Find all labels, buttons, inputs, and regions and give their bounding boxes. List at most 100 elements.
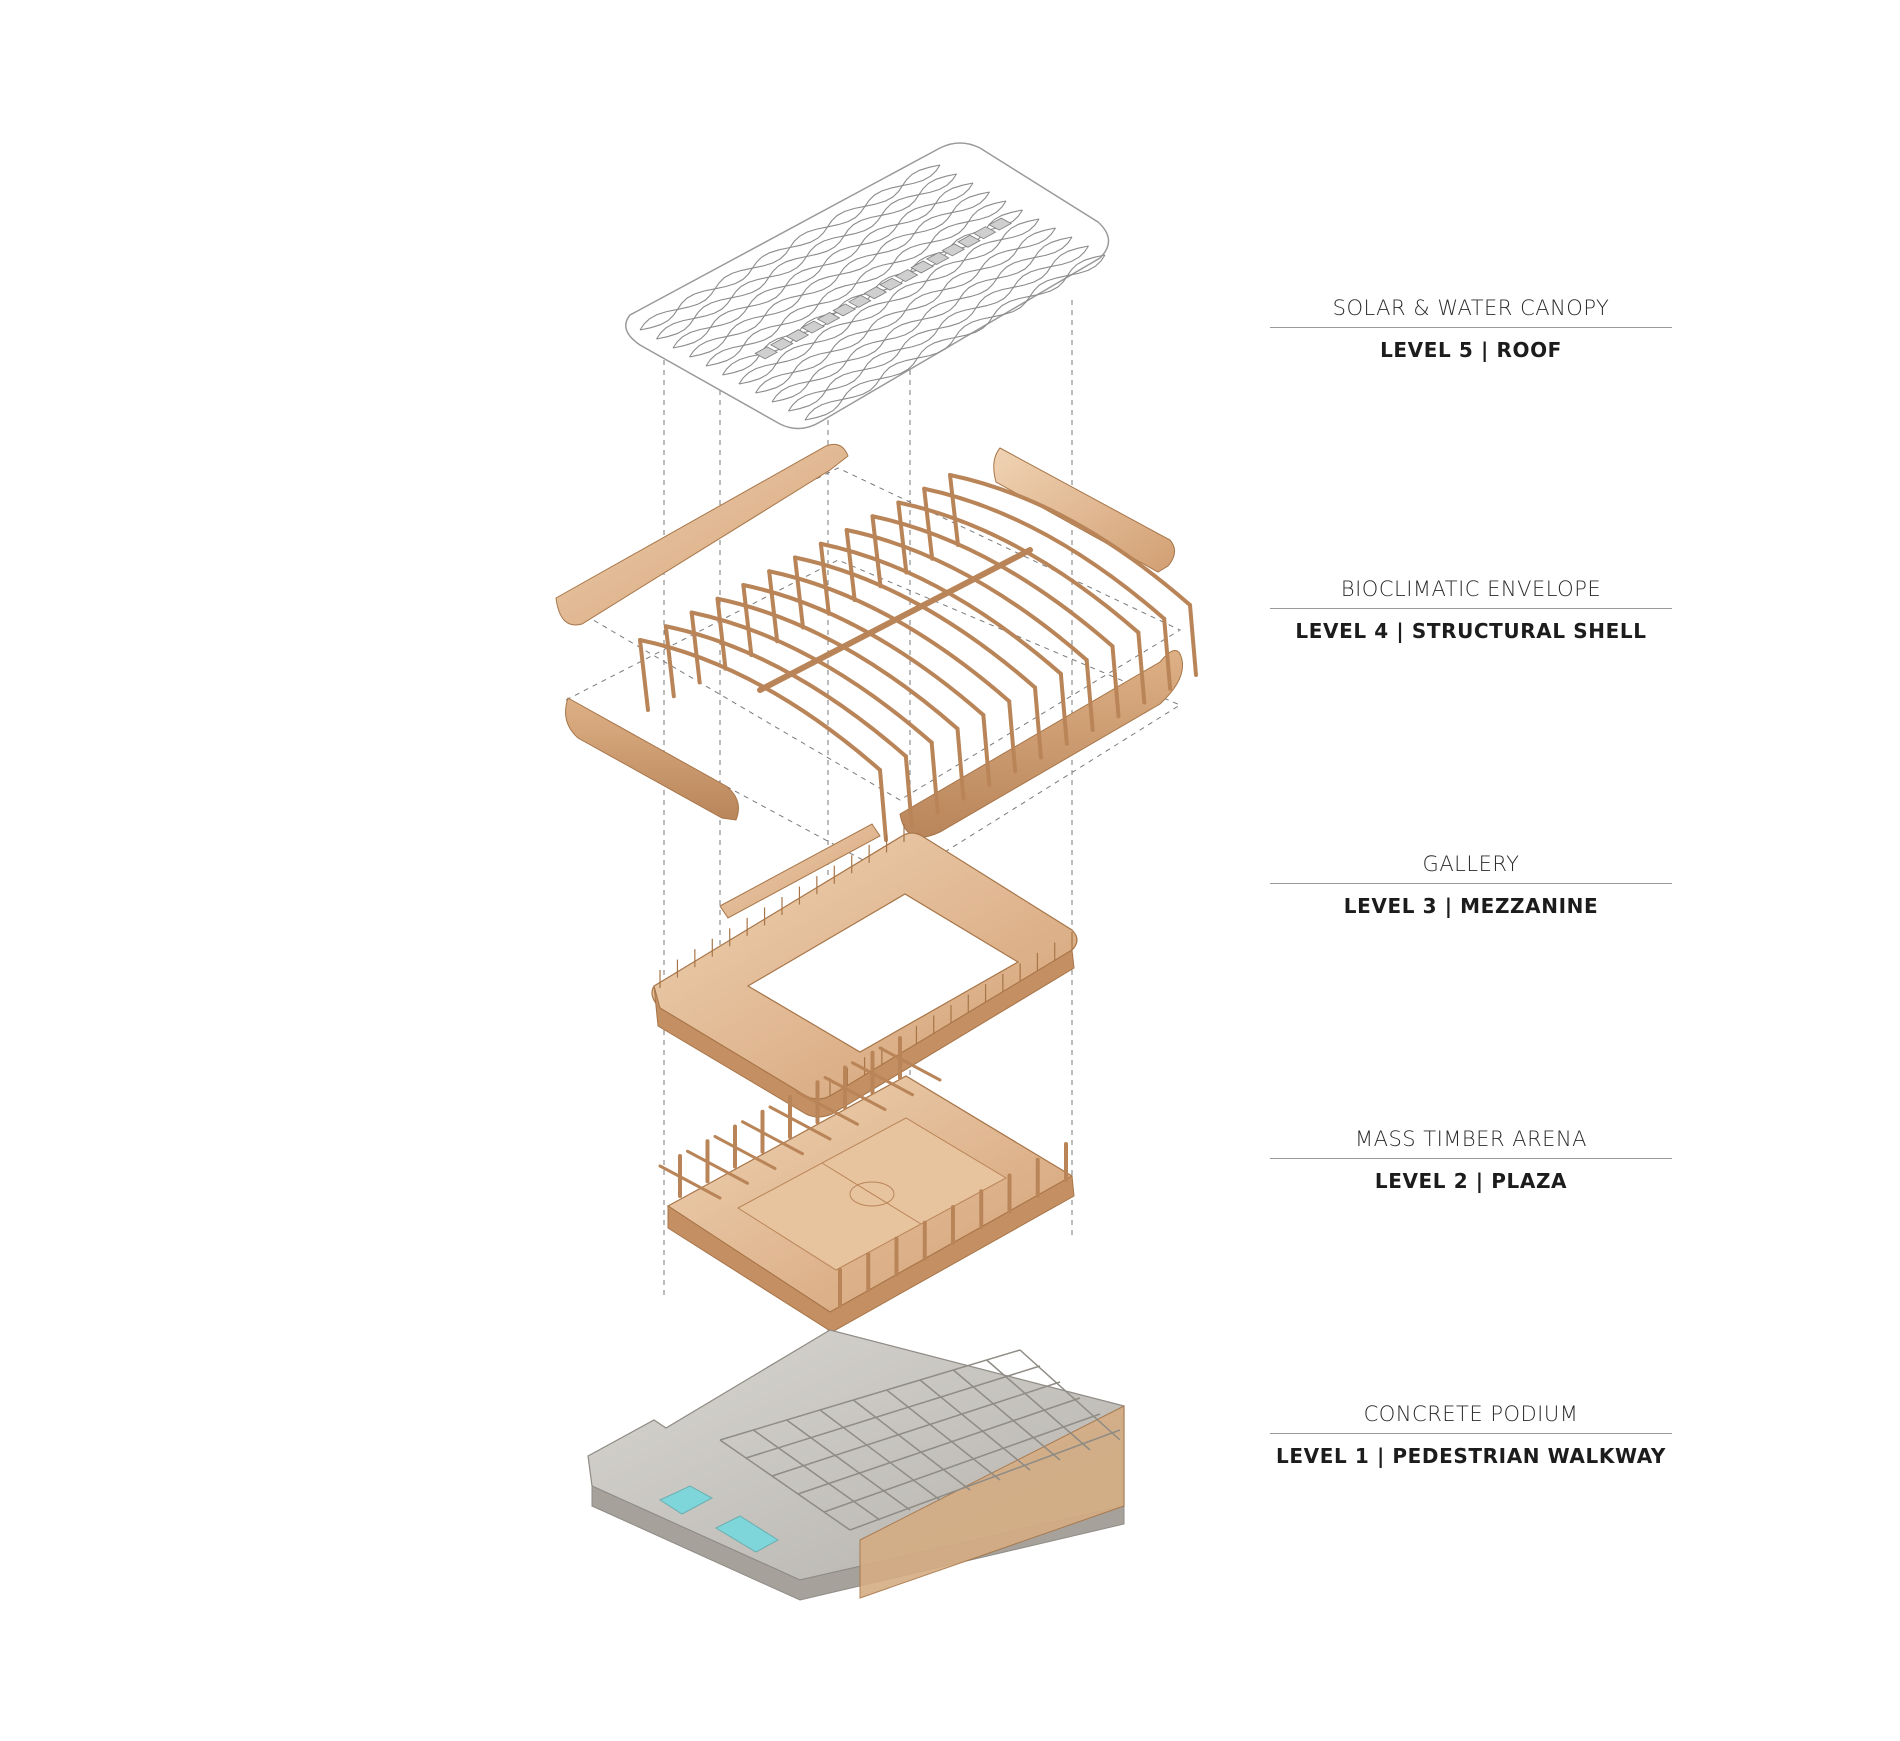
- plaza-timber-frames: [658, 1036, 1068, 1308]
- podium-wall: [823, 1413, 1101, 1513]
- canopy-net-line: [672, 182, 974, 349]
- podium-wall: [849, 1429, 1121, 1531]
- level2-mass-timber-plaza: [658, 1036, 1075, 1333]
- rib-column: [1162, 616, 1173, 691]
- rib-arch: [844, 528, 1089, 662]
- rib-arch: [767, 569, 1012, 704]
- rib-column: [818, 541, 831, 616]
- podium-wall: [886, 1389, 1001, 1481]
- podium-wall: [786, 1419, 911, 1511]
- podium-wall: [719, 1439, 851, 1531]
- rib-column: [878, 768, 888, 842]
- plaza-beam: [823, 1076, 887, 1111]
- mezzanine-railing: [659, 824, 1073, 1096]
- rib-column: [638, 638, 650, 712]
- rib-column: [844, 528, 857, 602]
- rib-arch: [896, 500, 1141, 635]
- canopy-net-line: [656, 173, 957, 340]
- rib-column: [896, 500, 909, 575]
- rib-column: [689, 610, 702, 685]
- solar-panel: [769, 337, 794, 351]
- rib-column: [793, 555, 805, 630]
- solar-panel: [941, 243, 966, 257]
- solar-panel: [972, 226, 997, 240]
- rib-arch: [689, 610, 934, 745]
- rib-arch: [870, 514, 1115, 649]
- canopy-net-line: [705, 200, 1007, 367]
- plaza-beam: [878, 1046, 942, 1082]
- podium-wall: [819, 1409, 941, 1501]
- podium-wall: [797, 1397, 1081, 1495]
- canopy-solar-spine: [754, 217, 1012, 360]
- rib-column: [948, 473, 960, 547]
- solar-panel: [785, 329, 810, 343]
- plaza-beam: [713, 1135, 777, 1170]
- podium-wall: [771, 1381, 1061, 1477]
- rib-column: [955, 726, 966, 801]
- rib-column: [1007, 699, 1018, 774]
- rib-column: [1188, 603, 1198, 677]
- solar-panel: [879, 277, 903, 291]
- podium-wall: [745, 1365, 1041, 1459]
- rib-arch: [638, 638, 882, 772]
- rib-column: [1110, 644, 1121, 719]
- solar-panel: [910, 260, 934, 274]
- plaza-beam: [768, 1105, 832, 1141]
- canopy-net-line: [771, 236, 1073, 403]
- level5-solar-water-canopy: [625, 142, 1110, 430]
- level3-gallery-mezzanine: [651, 823, 1078, 1118]
- rib-column: [903, 754, 914, 829]
- podium-wall: [719, 1349, 1021, 1441]
- plaza-beam: [658, 1164, 722, 1200]
- podium-wall: [852, 1399, 971, 1491]
- rib-column: [741, 583, 754, 657]
- canopy-net-line: [689, 191, 990, 358]
- solar-panel: [847, 294, 872, 308]
- level1-concrete-podium: [587, 1329, 1125, 1601]
- podium-wall: [752, 1429, 881, 1521]
- plaza-beam: [796, 1090, 859, 1126]
- solar-panel: [863, 286, 888, 300]
- rib-column: [1033, 685, 1043, 760]
- rib-column: [663, 624, 676, 699]
- solar-panel: [925, 251, 950, 265]
- canopy-net-line: [804, 254, 1106, 421]
- podium-wall: [919, 1379, 1031, 1471]
- timber-rib-frames: [638, 473, 1198, 842]
- rib-arch: [922, 486, 1167, 621]
- plaza-beam: [741, 1120, 804, 1156]
- rib-column: [929, 740, 940, 815]
- podium-wall: [1019, 1349, 1121, 1441]
- solar-panel: [832, 303, 856, 317]
- rib-arch: [793, 555, 1037, 690]
- podium-grid-walls: [719, 1349, 1121, 1531]
- rib-column: [922, 486, 935, 561]
- rib-column: [870, 514, 883, 589]
- rib-column: [1058, 671, 1069, 746]
- plaza-beam: [851, 1061, 914, 1097]
- solar-panel: [894, 269, 919, 283]
- plaza-beam: [686, 1149, 749, 1185]
- solar-panel: [988, 217, 1012, 231]
- canopy-net-line: [639, 164, 941, 331]
- level4-structural-shell: [555, 443, 1198, 881]
- rib-arch: [948, 473, 1192, 607]
- podium-wall: [986, 1359, 1091, 1451]
- ridge-beam: [757, 547, 1033, 693]
- rib-column: [981, 713, 992, 787]
- rib-column: [767, 569, 780, 644]
- rib-column: [715, 596, 728, 671]
- canopy-net-line: [755, 227, 1056, 394]
- solar-panel: [754, 346, 778, 360]
- rib-arch: [663, 624, 908, 759]
- solar-panel: [816, 312, 841, 325]
- rib-arch: [741, 583, 986, 717]
- podium-wall: [952, 1369, 1061, 1461]
- canopy-net-line: [738, 218, 1040, 385]
- solar-panel: [957, 234, 981, 248]
- canopy-net-line: [788, 245, 1089, 412]
- rib-column: [1084, 658, 1095, 732]
- rib-column: [1136, 630, 1147, 705]
- rib-arch: [818, 541, 1063, 676]
